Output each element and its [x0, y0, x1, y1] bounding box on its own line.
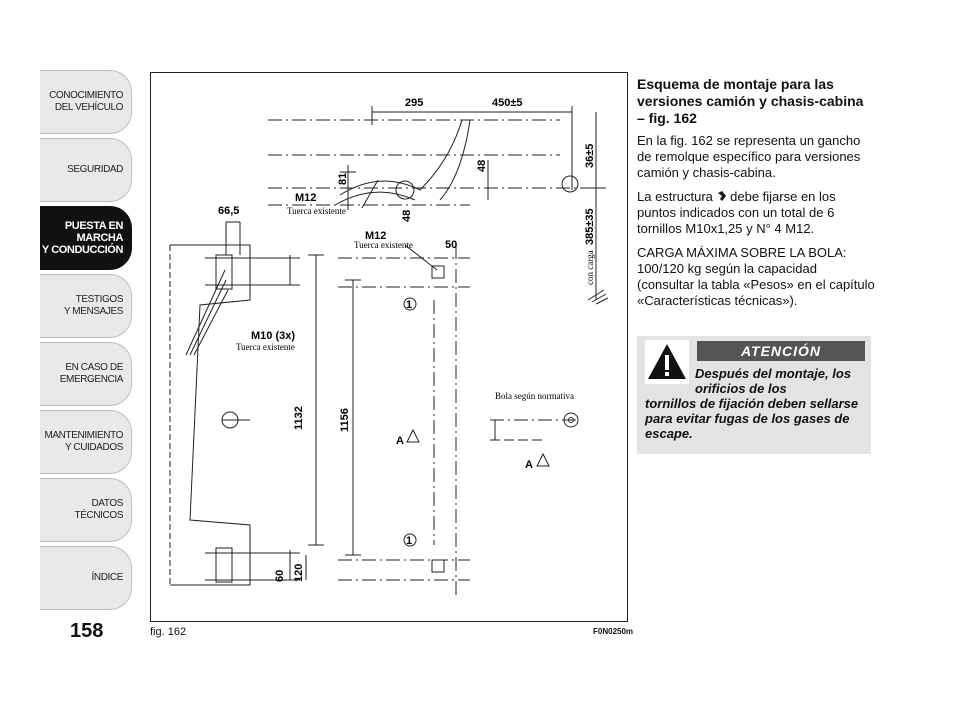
tab-indice[interactable]: ÍNDICE	[40, 546, 132, 610]
tab-seguridad[interactable]: SEGURIDAD	[40, 138, 132, 202]
dim-36: 36±5	[584, 144, 596, 168]
dim-295: 295	[405, 97, 423, 109]
section-title: Esquema de montaje para las versiones ca…	[637, 76, 864, 126]
con-carga-label: con carga	[585, 250, 595, 285]
dim-450: 450±5	[492, 97, 523, 109]
page-number: 158	[70, 620, 104, 642]
dim-48-top: 48	[476, 160, 488, 172]
marker-a-1: A	[396, 435, 404, 447]
note-bola: Bola según normativa	[495, 391, 574, 401]
tab-mantenimiento[interactable]: MANTENIMIENTO Y CUIDADOS	[40, 410, 132, 474]
tab-datos-tecnicos[interactable]: DATOS TÉCNICOS	[40, 478, 132, 542]
note-m10-sub: Tuerca existente	[236, 342, 295, 352]
callout-1-top: 1	[406, 299, 412, 311]
warning-text: Después del montaje, los orificios de lo…	[645, 366, 859, 441]
paragraph-2: La estructura debe fijarse en los puntos…	[637, 189, 836, 236]
warning-box: ATENCIÓN Después del montaje, los orific…	[637, 336, 871, 454]
tab-conocimiento[interactable]: CONOCIMIENTO DEL VEHÍCULO	[40, 70, 132, 134]
note-m10: M10 (3x)	[251, 330, 295, 342]
figure-code: F0N0250m	[593, 627, 634, 636]
figure-caption: fig. 162	[150, 626, 187, 638]
note-m12-b: M12	[365, 230, 386, 242]
main-text: Esquema de montaje para las versiones ca…	[637, 76, 875, 317]
dim-50: 50	[445, 239, 457, 251]
dim-48-side: 48	[401, 210, 413, 222]
dim-1132: 1132	[293, 406, 305, 430]
dim-120: 120	[293, 564, 305, 582]
tab-emergencia[interactable]: EN CASO DE EMERGENCIA	[40, 342, 132, 406]
callout-1-bottom: 1	[406, 535, 412, 547]
dim-385: 385±35	[584, 208, 596, 245]
structure-symbol-icon	[717, 191, 726, 201]
warning-heading: ATENCIÓN	[697, 341, 865, 361]
figure-frame	[150, 72, 628, 622]
paragraph-1: En la fig. 162 se representa un gancho d…	[637, 133, 861, 180]
warning-triangle-icon	[645, 340, 689, 384]
note-m12-a-sub: Tuerca existente	[287, 206, 346, 216]
dim-66-5: 66,5	[218, 205, 239, 217]
dim-1156: 1156	[339, 408, 351, 432]
note-m12-b-sub: Tuerca existente	[354, 240, 413, 250]
dim-60: 60	[274, 570, 286, 582]
note-m12-a: M12	[295, 192, 316, 204]
dim-81: 81	[337, 173, 349, 185]
paragraph-3: CARGA MÁXIMA SOBRE LA BOLA: 100/120 kg s…	[637, 245, 875, 308]
tab-testigos[interactable]: TESTIGOS Y MENSAJES	[40, 274, 132, 338]
tab-puesta-en-marcha[interactable]: PUESTA EN MARCHA Y CONDUCCIÓN	[40, 206, 132, 270]
chapter-tabs: CONOCIMIENTO DEL VEHÍCULO SEGURIDAD PUES…	[40, 70, 132, 614]
marker-a-2: A	[525, 459, 533, 471]
